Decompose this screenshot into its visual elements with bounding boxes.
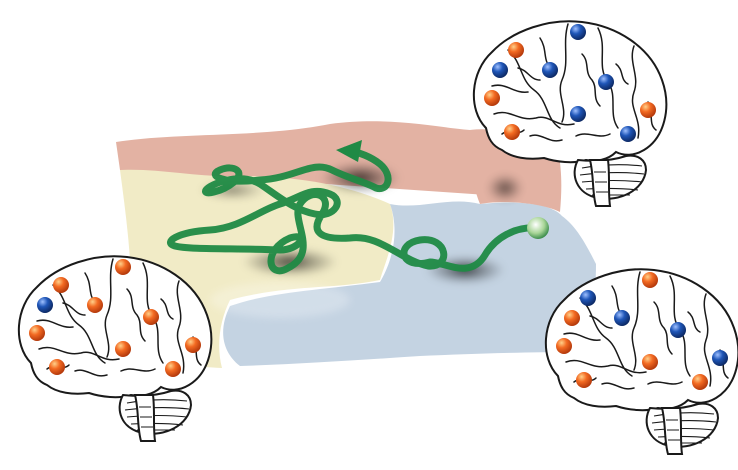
brain-node-orange xyxy=(115,259,131,275)
energy-well xyxy=(487,174,523,202)
brain-node-blue xyxy=(570,106,586,122)
brain-node-orange xyxy=(87,297,103,313)
brain-node-orange xyxy=(642,272,658,288)
brain-node-blue xyxy=(542,62,558,78)
brain-node-blue xyxy=(614,310,630,326)
brain-nodes xyxy=(29,259,201,377)
brain-node-orange xyxy=(576,372,592,388)
brain-node-blue xyxy=(492,62,508,78)
brain-node-blue xyxy=(670,322,686,338)
brain-node-orange xyxy=(143,309,159,325)
brain-node-orange xyxy=(640,102,656,118)
trajectory xyxy=(166,140,549,275)
brain-node-orange xyxy=(556,338,572,354)
landscape-region-pink xyxy=(116,121,560,200)
brain-node-orange xyxy=(185,337,201,353)
brain-node-orange xyxy=(53,277,69,293)
brain-node-orange xyxy=(564,310,580,326)
brain-state-bottom-right xyxy=(544,268,738,455)
brain-node-blue xyxy=(580,290,596,306)
brain-node-orange xyxy=(484,90,500,106)
brain-node-orange xyxy=(165,361,181,377)
brain-node-orange xyxy=(504,124,520,140)
brain-nodes xyxy=(556,272,728,390)
brain-node-orange xyxy=(508,42,524,58)
brain-state-left xyxy=(17,255,213,442)
brain-node-orange xyxy=(49,359,65,375)
brain-node-blue xyxy=(37,297,53,313)
brain-node-blue xyxy=(620,126,636,142)
brain-node-blue xyxy=(598,74,614,90)
brain-node-blue xyxy=(570,24,586,40)
brain-node-orange xyxy=(115,341,131,357)
energy-well xyxy=(242,248,338,276)
brain-node-blue xyxy=(712,350,728,366)
brain-node-orange xyxy=(29,325,45,341)
brain-state-top-right xyxy=(472,20,668,207)
trajectory-arrowhead xyxy=(336,140,362,162)
trajectory-start-point xyxy=(527,217,549,239)
brain-nodes xyxy=(484,24,656,142)
landscape-region-blue xyxy=(223,201,597,366)
brain-node-orange xyxy=(692,374,708,390)
trajectory-path xyxy=(166,146,542,275)
brain-node-orange xyxy=(642,354,658,370)
landscape-bump-highlight xyxy=(210,282,350,318)
